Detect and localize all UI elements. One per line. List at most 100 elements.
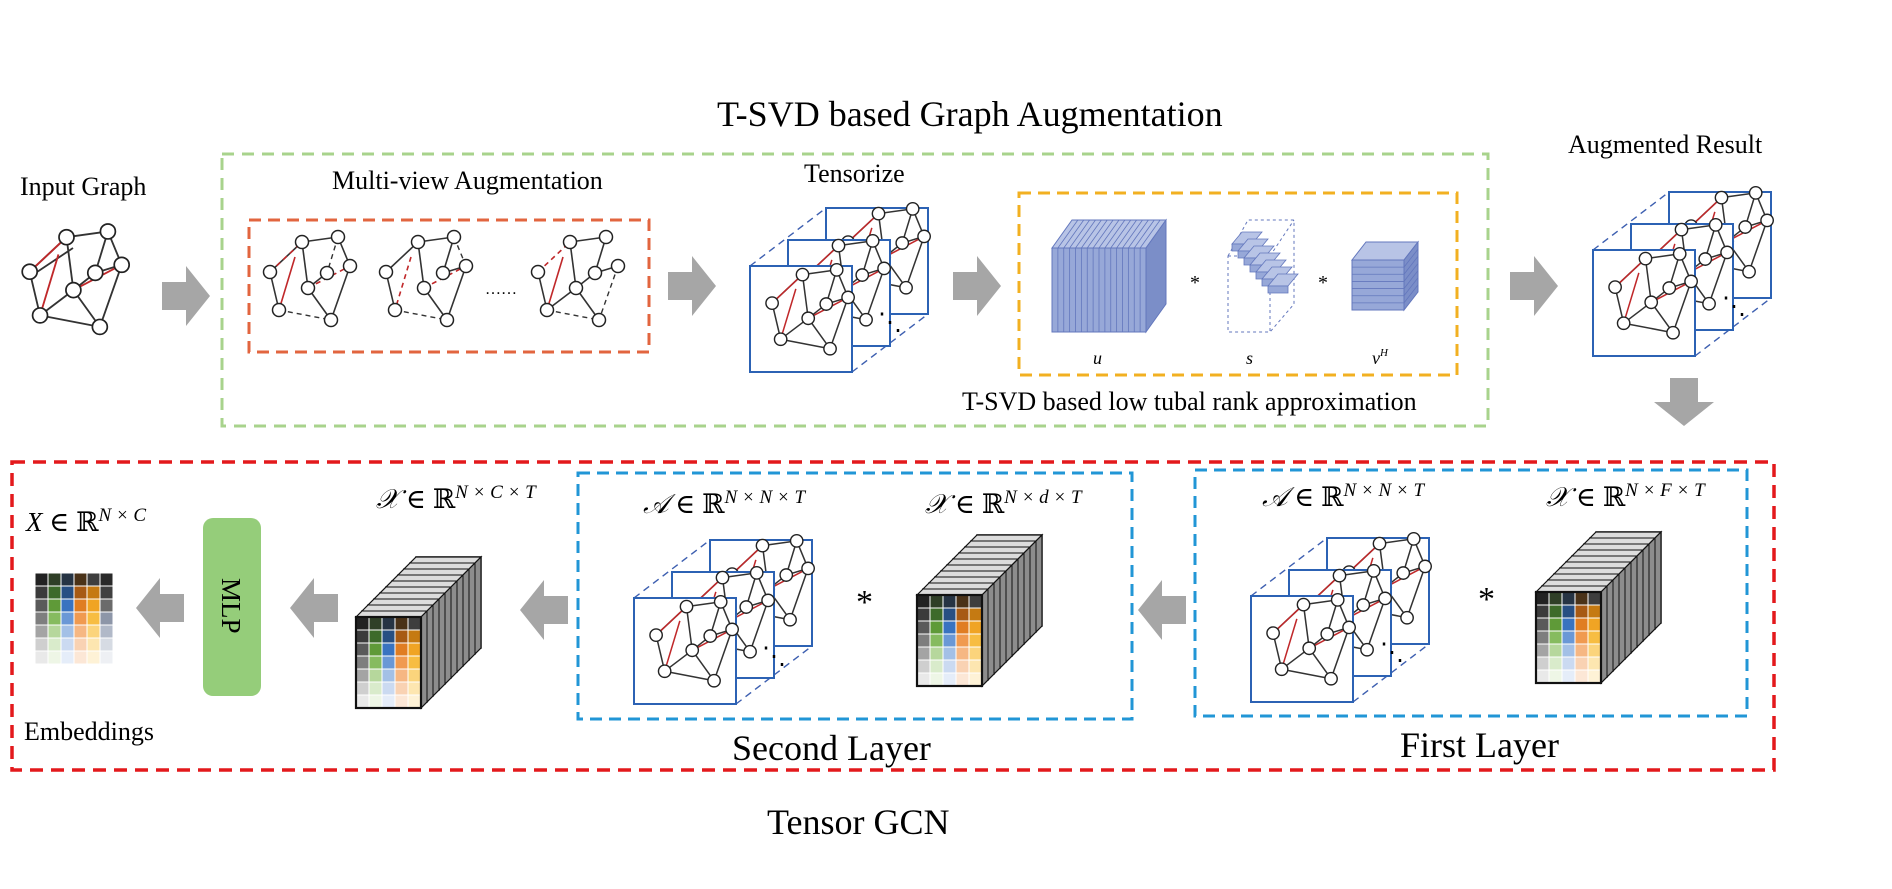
matrix-cell xyxy=(34,637,49,652)
matrix-cell xyxy=(1548,656,1563,671)
matrix-cell xyxy=(86,572,101,587)
matrix-cell xyxy=(1587,630,1602,645)
multiview-ellipsis: …… xyxy=(485,281,517,298)
matrix-cell xyxy=(1548,617,1563,632)
matrix-cell xyxy=(1587,669,1602,684)
matrix-cell xyxy=(955,594,970,609)
matrix-cell xyxy=(368,629,383,644)
matrix-cell xyxy=(1587,604,1602,619)
matrix-cell xyxy=(1548,643,1563,658)
matrix-cell xyxy=(407,616,422,631)
matrix-cell xyxy=(407,642,422,657)
augmentation-frame xyxy=(220,152,1490,428)
tensor-gcn-label: Tensor GCN xyxy=(767,802,949,842)
first-layer-label: First Layer xyxy=(1400,725,1559,765)
matrix-cell xyxy=(355,642,370,657)
matrix-cell xyxy=(47,598,62,613)
matrix-cell xyxy=(916,672,931,687)
matrix-cell xyxy=(99,572,114,587)
matrix-cell xyxy=(929,620,944,635)
arrow-tsvd-to-augmented xyxy=(1510,256,1558,316)
matrix-cell xyxy=(99,585,114,600)
matrix-cell xyxy=(1561,604,1576,619)
matrix-cell xyxy=(1587,643,1602,658)
arrow-first-to-second xyxy=(1138,580,1186,640)
second-layer-frame xyxy=(576,471,1134,721)
matrix-cell xyxy=(1587,591,1602,606)
matrix-cell xyxy=(355,655,370,670)
matrix-cell xyxy=(968,594,983,609)
tsvd-vh-label: vH xyxy=(1372,347,1389,368)
matrix-cell xyxy=(381,642,396,657)
matrix-cell xyxy=(1561,643,1576,658)
second-layer-adjacency-stack xyxy=(634,535,814,704)
matrix-cell xyxy=(99,650,114,665)
matrix-cell xyxy=(60,624,75,639)
matrix-cell xyxy=(355,629,370,644)
arrow-mlp-to-embeddings xyxy=(136,578,184,638)
matrix-cell xyxy=(1548,604,1563,619)
input-graph-label: Input Graph xyxy=(20,172,146,201)
matrix-cell xyxy=(86,637,101,652)
matrix-cell xyxy=(407,655,422,670)
matrix-cell xyxy=(381,629,396,644)
matrix-cell xyxy=(60,572,75,587)
matrix-cell xyxy=(73,637,88,652)
matrix-cell xyxy=(1574,604,1589,619)
augmented-result-label: Augmented Result xyxy=(1568,130,1763,159)
matrix-cell xyxy=(99,598,114,613)
tsvd-vh-tensor xyxy=(1350,240,1420,312)
matrix-cell xyxy=(407,694,422,709)
matrix-cell xyxy=(368,694,383,709)
tensorize-label: Tensorize xyxy=(804,159,905,188)
matrix-cell xyxy=(955,672,970,687)
multiview-label: Multi-view Augmentation xyxy=(332,166,603,195)
matrix-cell xyxy=(73,585,88,600)
matrix-cell xyxy=(73,611,88,626)
matrix-cell xyxy=(34,585,49,600)
matrix-cell xyxy=(1561,630,1576,645)
matrix-cell xyxy=(1574,643,1589,658)
first-layer-feature-formula: 𝒳 ∈ ℝN × F × T xyxy=(1546,480,1706,512)
matrix-cell xyxy=(968,672,983,687)
second-layer-ellipsis: ⋱ xyxy=(762,644,786,670)
matrix-cell xyxy=(394,694,409,709)
matrix-cell xyxy=(368,642,383,657)
matrix-cell xyxy=(1574,617,1589,632)
matrix-cell xyxy=(394,629,409,644)
matrix-cell xyxy=(394,655,409,670)
matrix-cell xyxy=(368,655,383,670)
matrix-cell xyxy=(1561,591,1576,606)
matrix-cell xyxy=(34,611,49,626)
arrow-augmented-to-gcn xyxy=(1654,378,1714,426)
matrix-cell xyxy=(968,659,983,674)
matrix-cell xyxy=(407,668,422,683)
matrix-cell xyxy=(955,646,970,661)
matrix-cell xyxy=(942,633,957,648)
matrix-cell xyxy=(381,616,396,631)
matrix-cell xyxy=(381,694,396,709)
matrix-cell xyxy=(955,633,970,648)
matrix-cell xyxy=(47,637,62,652)
tsvd-star-1: * xyxy=(1190,272,1200,294)
matrix-cell xyxy=(968,620,983,635)
matrix-cell xyxy=(1535,604,1550,619)
matrix-cell xyxy=(394,668,409,683)
tsvd-caption: T-SVD based low tubal rank approximation xyxy=(962,387,1417,416)
first-layer-star: * xyxy=(1478,581,1495,618)
second-layer-feature-tensor xyxy=(915,533,1044,688)
tsvd-s-tensor xyxy=(1227,219,1299,333)
matrix-cell xyxy=(407,629,422,644)
matrix-cell xyxy=(1587,656,1602,671)
matrix-cell xyxy=(34,624,49,639)
arrow-tensorize-to-tsvd xyxy=(953,256,1001,316)
embeddings-label: Embeddings xyxy=(24,717,154,746)
matrix-cell xyxy=(916,633,931,648)
matrix-cell xyxy=(929,633,944,648)
matrix-cell xyxy=(1574,656,1589,671)
matrix-cell xyxy=(73,650,88,665)
second-layer-adjacency-formula: 𝒜 ∈ ℝN × N × T xyxy=(643,487,806,519)
tsvd-star-2: * xyxy=(1318,272,1328,294)
matrix-cell xyxy=(34,572,49,587)
first-layer-adjacency-stack xyxy=(1251,533,1431,702)
